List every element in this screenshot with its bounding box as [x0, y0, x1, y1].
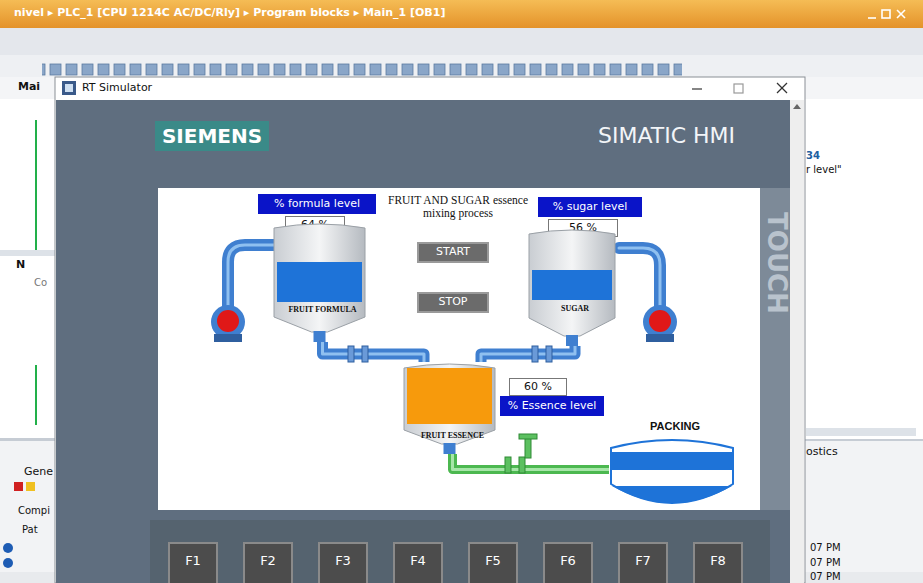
tank-outline — [272, 222, 367, 342]
button-text: F5 — [485, 554, 501, 569]
button-text: START — [436, 246, 470, 259]
tank-label: PACKING — [609, 420, 741, 433]
function-key: F6 — [543, 542, 593, 583]
function-key: F7 — [618, 542, 668, 583]
compile-header: Compi — [18, 505, 50, 517]
tank-outline — [527, 228, 617, 346]
comment-label: Co — [34, 277, 47, 289]
function-key: F8 — [693, 542, 743, 583]
tank-label: SUGAR — [527, 304, 623, 313]
diagnostics-tab: ostics — [806, 446, 838, 459]
function-key: F1 — [168, 542, 218, 583]
window-title: RT Simulator — [82, 82, 152, 95]
button-text: F4 — [410, 554, 426, 569]
essence-tank: FRUIT ESSENCE — [402, 362, 503, 454]
editor-tab: Mai — [18, 81, 40, 94]
level-display: 60 % — [509, 378, 567, 396]
network-label: N — [16, 259, 25, 272]
packing-outline — [609, 436, 735, 510]
tank-label: FRUIT ESSENCE — [402, 431, 503, 440]
function-key: F5 — [468, 542, 518, 583]
button-text: F8 — [710, 554, 726, 569]
path-header: Pat — [22, 524, 38, 536]
tank-outline — [402, 362, 497, 454]
start-button: START — [417, 242, 489, 263]
packing-tank: PACKING — [609, 420, 741, 510]
message-time: 07 PM — [810, 571, 841, 583]
pipe — [323, 342, 425, 362]
tag-name: r level" — [806, 164, 842, 176]
panel-watermark: TOUCH — [761, 193, 791, 333]
tank-label: FRUIT FORMULA — [272, 305, 373, 314]
tag-address: 34 — [806, 150, 820, 162]
level-caption: % sugar level — [538, 197, 642, 217]
button-text: F1 — [185, 554, 201, 569]
inspector-tab: Gene — [24, 466, 53, 479]
function-key: F2 — [243, 542, 293, 583]
level-caption: % Essence level — [500, 396, 604, 416]
button-text: % formula level — [274, 198, 360, 211]
button-text: 60 % — [524, 381, 552, 394]
button-text: F3 — [335, 554, 351, 569]
function-key: F3 — [318, 542, 368, 583]
panel-name: SIMATIC HMI — [598, 123, 735, 148]
breadcrumb: nivel ▸ PLC_1 [CPU 1214C AC/DC/Rly] ▸ Pr… — [14, 7, 445, 20]
button-text: % Essence level — [508, 400, 597, 413]
button-text: F6 — [560, 554, 576, 569]
sugar-tank: SUGAR — [527, 228, 623, 346]
formula-tank: FRUIT FORMULA — [272, 222, 373, 342]
message-time: 07 PM — [810, 557, 841, 569]
pipe — [481, 346, 575, 362]
button-text: F2 — [260, 554, 276, 569]
button-text: % sugar level — [553, 201, 628, 214]
message-time: 07 PM — [810, 542, 841, 554]
button-text: SIEMENS — [162, 125, 262, 148]
button-text: F7 — [635, 554, 651, 569]
screen-title: FRUIT AND SUGAR essence mixing process — [382, 194, 534, 219]
level-caption: % formula level — [258, 194, 376, 214]
brand-logo: SIEMENS — [155, 121, 269, 151]
stop-button: STOP — [417, 292, 489, 313]
function-key: F4 — [393, 542, 443, 583]
button-text: STOP — [439, 296, 468, 309]
